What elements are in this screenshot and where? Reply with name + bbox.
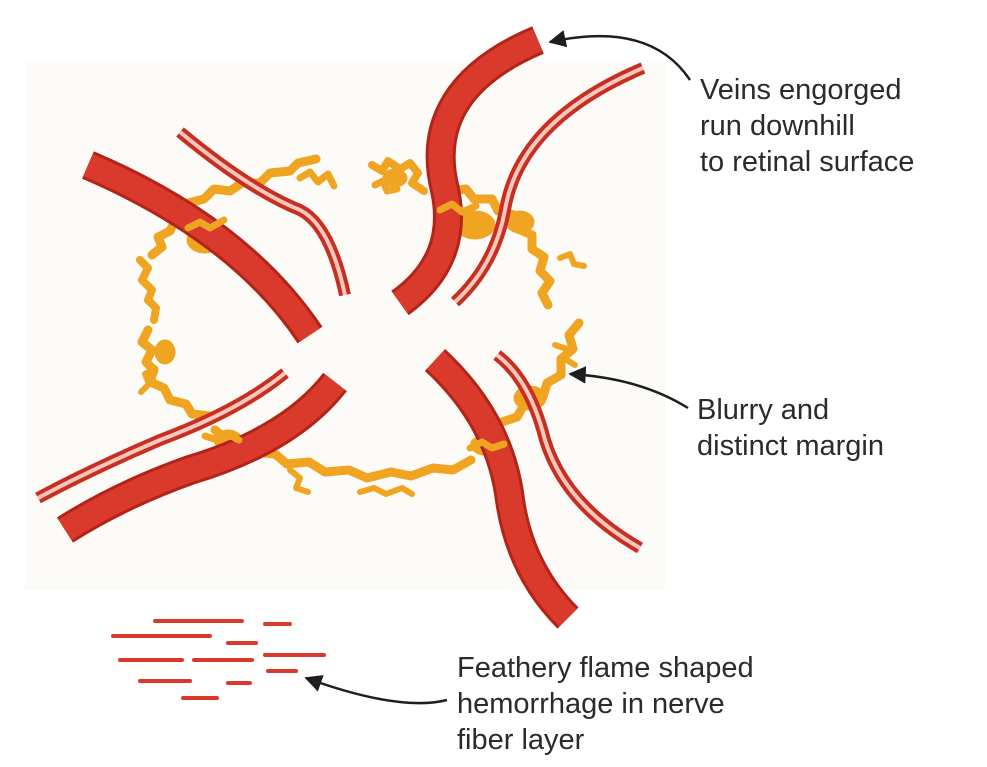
veins-arrow (548, 30, 692, 81)
hemorrhage-label-line-2: hemorrhage in nerve (457, 688, 725, 720)
margin-arrow (568, 366, 689, 410)
veins-engorged-label: Veins engorged run downhill to retinal s… (700, 72, 914, 180)
hemorrhage-label-line-1: Feathery flame shaped (457, 652, 754, 684)
arteries (35, 62, 646, 554)
hemorrhage-arrow (304, 675, 448, 705)
hemorrhage-label-line-3: fiber layer (457, 724, 585, 756)
veins-label-line-1: Veins engorged (700, 74, 902, 106)
veins-label-line-2: run downhill (700, 110, 855, 142)
flame-hemorrhage-label: Feathery flame shaped hemorrhage in nerv… (457, 650, 754, 758)
margin-overlap-fragments (184, 200, 508, 452)
flame-hemorrhages (111, 619, 326, 700)
engorged-veins (56, 26, 579, 629)
blurry-margin-label: Blurry and distinct margin (697, 392, 884, 464)
veins-label-line-3: to retinal surface (700, 146, 915, 178)
margin-label-line-2: distinct margin (697, 430, 884, 462)
margin-label-line-1: Blurry and (697, 394, 830, 426)
